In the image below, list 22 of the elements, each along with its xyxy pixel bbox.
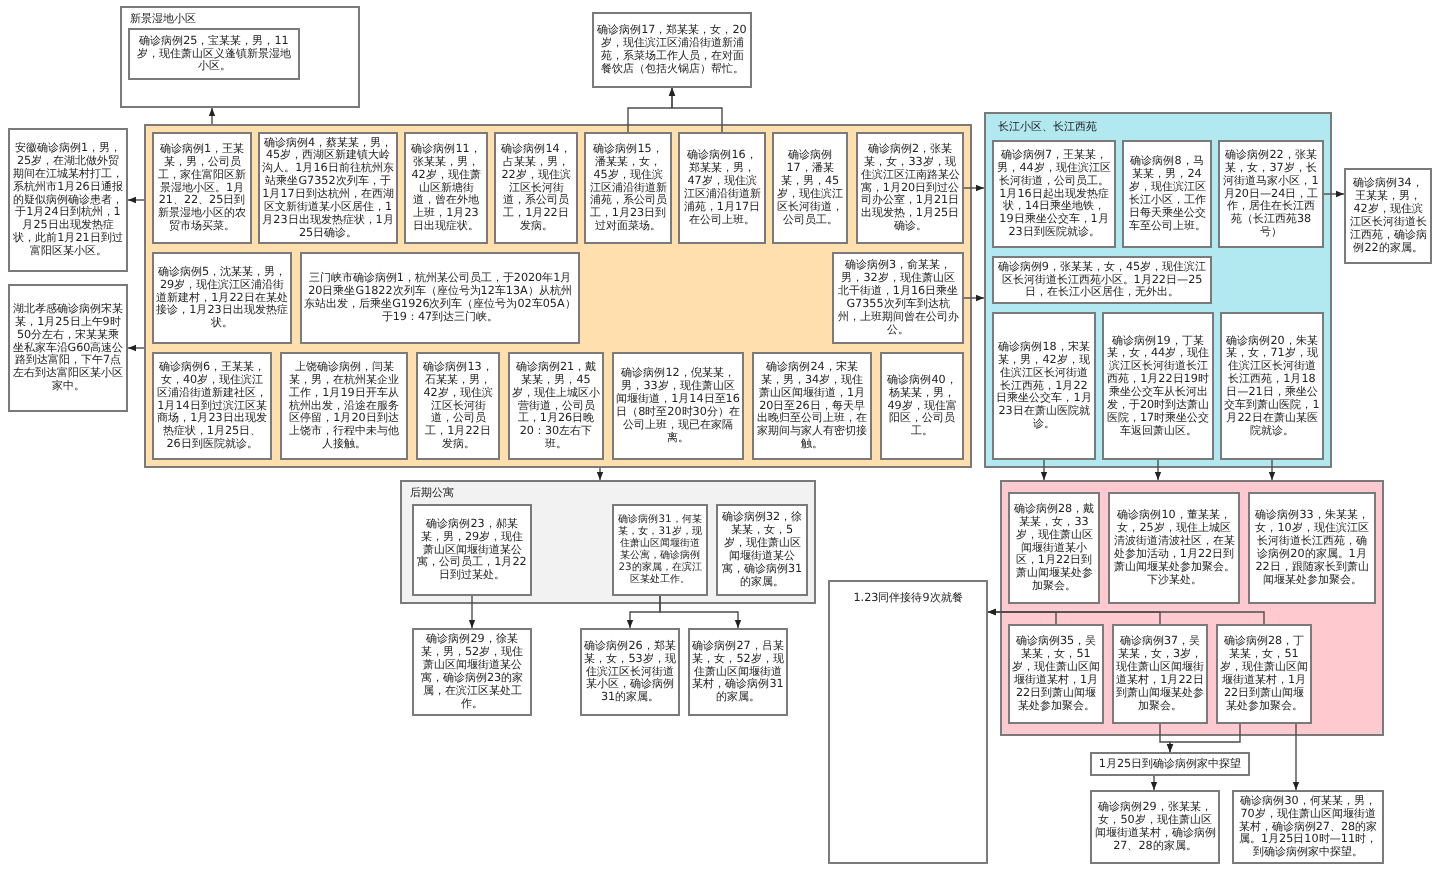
arrow <box>963 294 985 302</box>
arrow <box>1040 459 1048 481</box>
arrow <box>1166 723 1241 753</box>
region-panel <box>144 124 972 468</box>
arrow <box>963 184 985 192</box>
arrow <box>668 87 723 133</box>
group-panel <box>984 112 1332 468</box>
arrow <box>127 196 145 204</box>
arrow <box>1154 459 1162 481</box>
arrow <box>987 608 1265 625</box>
arrow <box>468 595 476 629</box>
arrow <box>208 107 216 125</box>
arrow <box>1292 723 1300 791</box>
arrow <box>659 595 742 629</box>
arrow <box>1323 190 1345 198</box>
region-panel <box>1000 480 1384 736</box>
arrow <box>127 344 145 352</box>
arrow <box>596 467 604 481</box>
arrow <box>1268 459 1276 481</box>
arrow <box>1150 775 1158 791</box>
group-panel <box>120 6 360 108</box>
group-panel <box>400 480 816 604</box>
